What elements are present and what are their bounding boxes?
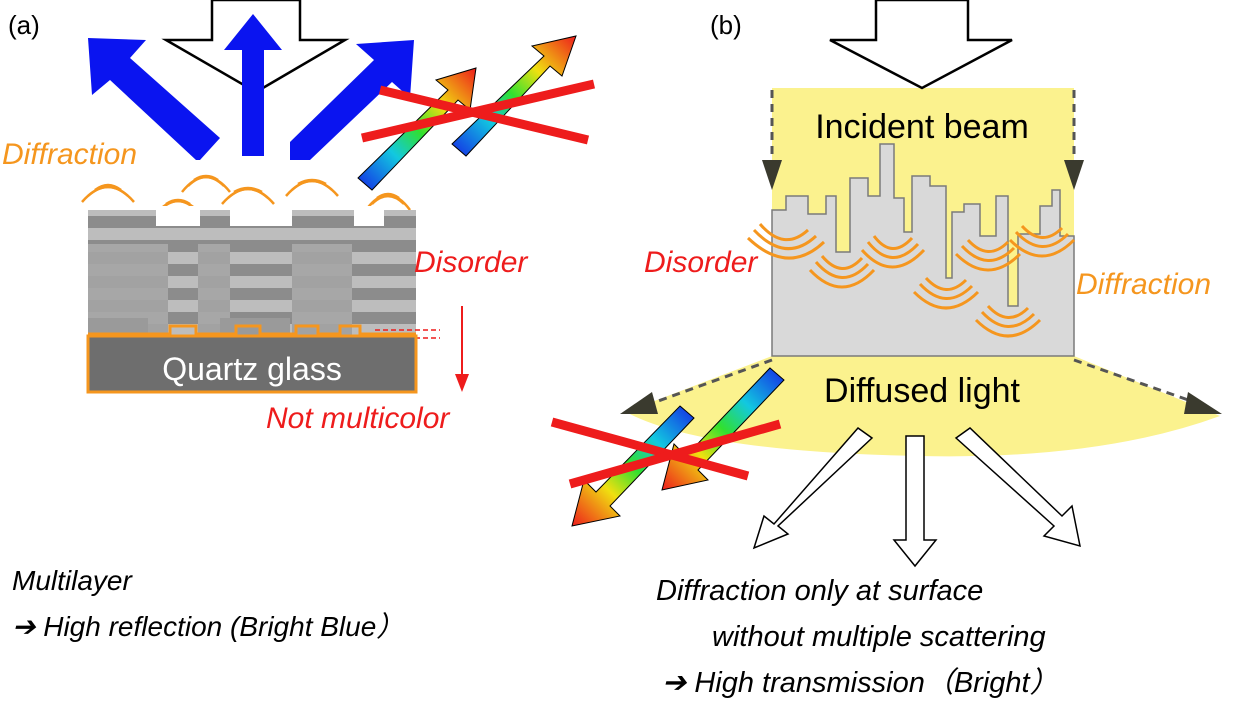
multilayer-structure bbox=[88, 206, 440, 352]
diffused-light-label: Diffused light bbox=[824, 372, 1020, 410]
transmitted-arrow-center bbox=[892, 435, 938, 568]
disorder-label-a: Disorder bbox=[414, 246, 528, 279]
panel-b: (b) Incident beam Disorder Diffraction bbox=[550, 0, 1222, 699]
disorder-down-arrowhead bbox=[455, 374, 469, 392]
diffraction-waves-b bbox=[746, 223, 1076, 338]
incident-beam-label: Incident beam bbox=[815, 108, 1029, 146]
caption-b-line3: ➔ High transmission（Bright） bbox=[662, 667, 1059, 699]
caption-a-line1: Multilayer bbox=[12, 565, 133, 596]
quartz-glass-substrate bbox=[86, 334, 418, 394]
blue-arrow-right bbox=[290, 40, 414, 160]
transmitted-arrow-right bbox=[954, 427, 1081, 548]
incident-arrow-b bbox=[829, 0, 1013, 90]
panel-a-label: (a) bbox=[8, 10, 40, 40]
caption-b-line2: without multiple scattering bbox=[712, 621, 1046, 653]
diffuse-edge-left bbox=[649, 358, 773, 406]
diffuse-edge-right bbox=[1073, 358, 1195, 404]
transmitted-arrows bbox=[752, 426, 1081, 568]
blue-arrow-left bbox=[88, 38, 220, 160]
caption-a-line2: ➔ High reflection (Bright Blue） bbox=[12, 611, 404, 642]
quartz-glass-label: Quartz glass bbox=[162, 351, 342, 387]
panel-a: (a) Diffraction bbox=[2, 0, 596, 642]
diffuse-edge-right-head bbox=[1184, 392, 1222, 414]
cross-line-b2 bbox=[568, 419, 782, 489]
diffraction-label-a: Diffraction bbox=[2, 138, 137, 171]
rainbow-arrows-a bbox=[357, 35, 596, 191]
not-multicolor-label: Not multicolor bbox=[266, 402, 450, 435]
rainbow-arrow-a2 bbox=[451, 35, 577, 157]
beam-edge-right-head bbox=[1064, 160, 1084, 190]
cross-line-a1 bbox=[378, 85, 590, 145]
caption-b-line1: Diffraction only at surface bbox=[656, 575, 983, 607]
beam-edge-left-head bbox=[762, 160, 782, 190]
cross-line-a2 bbox=[360, 79, 596, 143]
diffraction-label-b: Diffraction bbox=[1076, 268, 1211, 301]
cross-line-b1 bbox=[550, 417, 750, 481]
reflected-blue-arrows bbox=[88, 14, 414, 160]
blue-arrow-center bbox=[224, 14, 282, 156]
panel-b-label: (b) bbox=[710, 10, 742, 40]
rainbow-arrows-b bbox=[550, 367, 785, 527]
interface-line bbox=[88, 324, 416, 336]
disorder-label-b: Disorder bbox=[644, 246, 758, 279]
diffuse-edge-left-head bbox=[620, 392, 658, 414]
transmitted-arrow-left bbox=[752, 426, 874, 550]
